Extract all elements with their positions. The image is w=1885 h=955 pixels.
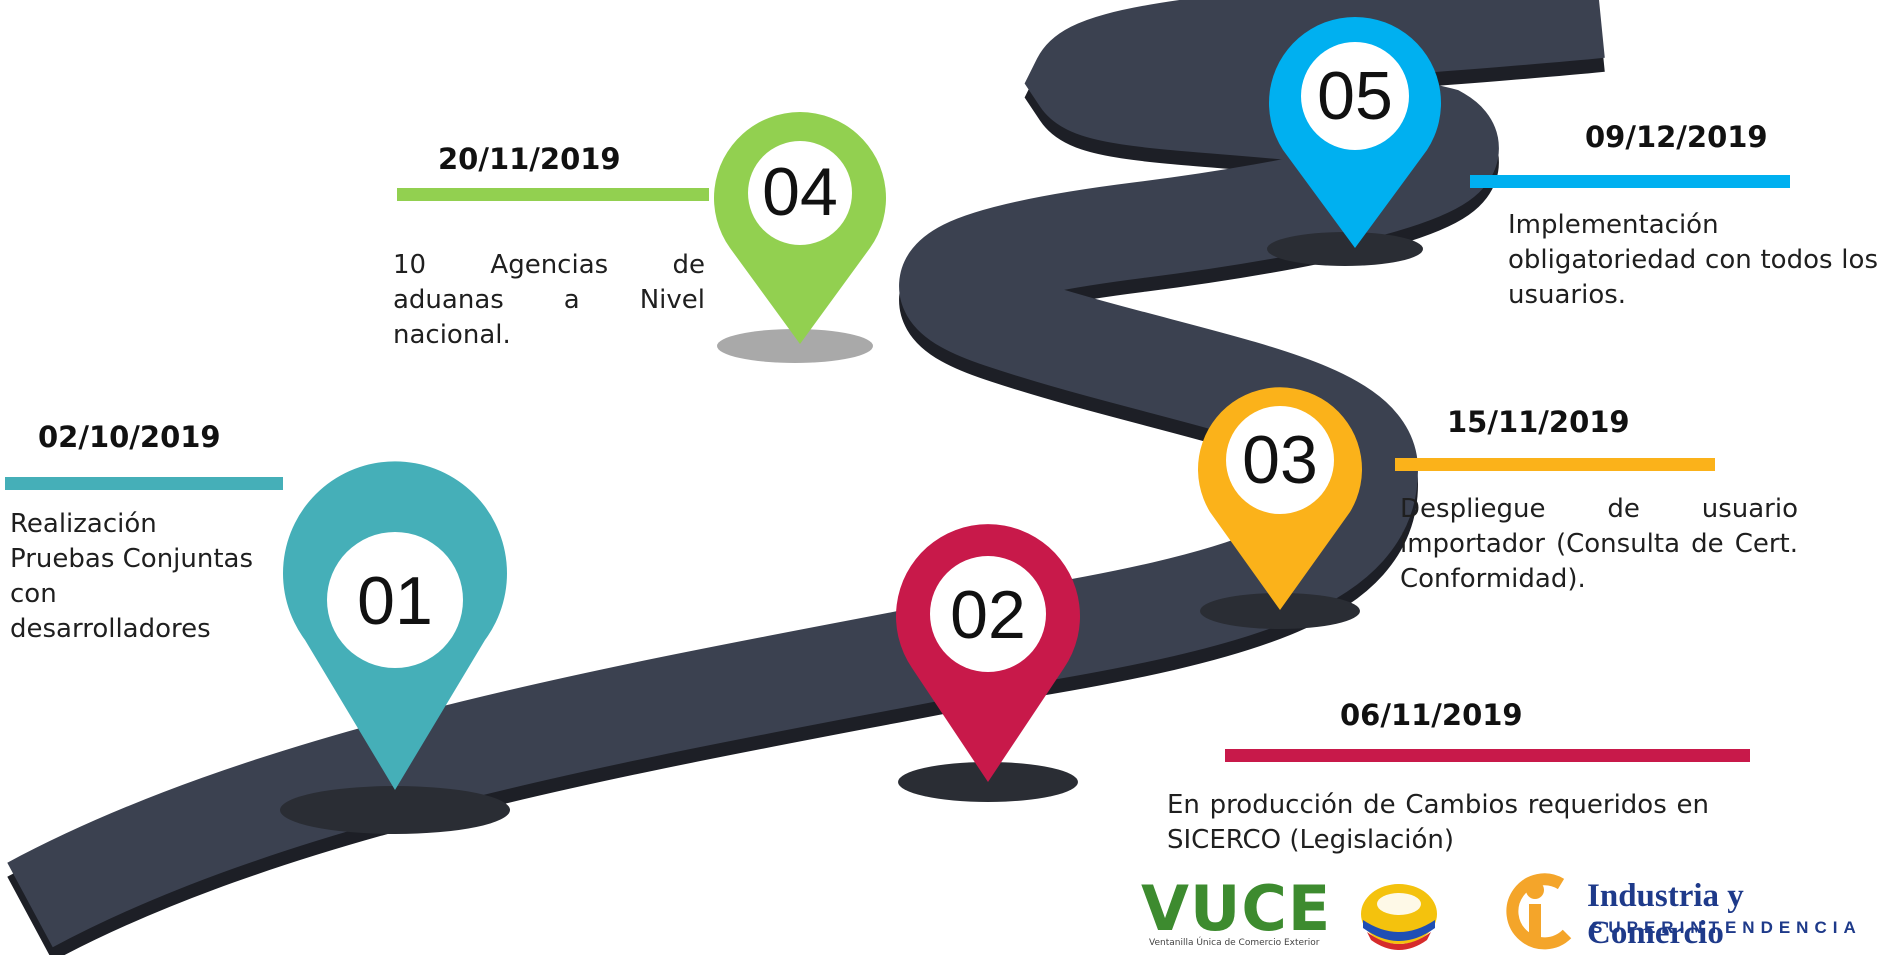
- pin-03-badge: [1226, 406, 1334, 514]
- footer-logos: VUCE Ventanilla Única de Comercio Exteri…: [1135, 868, 1875, 955]
- pin-05-number: 05: [1317, 58, 1393, 134]
- milestone-02-bar: [1225, 749, 1750, 762]
- milestone-05-text: Implementación obligatoriedad con todos …: [1508, 210, 1878, 310]
- milestone-01-text: Realización Pruebas Conjuntas con desarr…: [10, 509, 254, 644]
- milestone-01-bar: [5, 477, 283, 490]
- pin-04: 04: [714, 112, 886, 344]
- milestone-05-date: 09/12/2019: [1585, 120, 1768, 154]
- vuce-logo: VUCE Ventanilla Única de Comercio Exteri…: [1135, 868, 1455, 955]
- pin-shadow-05: [1267, 232, 1423, 266]
- milestone-03-text: Despliegue de usuario importador (Consul…: [1400, 494, 1798, 594]
- pin-02-number: 02: [950, 577, 1026, 653]
- pin-04-number: 04: [762, 154, 838, 230]
- milestone-03-date: 15/11/2019: [1447, 405, 1630, 439]
- pin-01-badge: [327, 532, 463, 668]
- milestone-03-bar: [1395, 458, 1715, 471]
- pin-05-badge: [1301, 42, 1409, 150]
- road: [7, 0, 1605, 948]
- pin-02-badge: [930, 556, 1046, 672]
- vuce-logo-subtitle: Ventanilla Única de Comercio Exterior: [1149, 938, 1320, 948]
- pin-01: 01: [283, 461, 507, 790]
- sic-logo: Industria y Comercio SUPERINTENDENCIA: [1505, 868, 1875, 955]
- pin-05: 05: [1268, 16, 1441, 249]
- vuce-emblem-icon: [1361, 884, 1437, 950]
- vuce-logo-word: VUCE: [1141, 872, 1332, 945]
- milestone-04-text: 10 Agencias de aduanas a Nivel nacional.: [393, 250, 705, 350]
- sic-logo-subtitle: SUPERINTENDENCIA: [1591, 918, 1862, 937]
- pin-03: 03: [1197, 387, 1362, 610]
- milestone-04-bar: [397, 188, 709, 201]
- milestone-04-date: 20/11/2019: [438, 142, 621, 176]
- pin-03-number: 03: [1242, 422, 1318, 498]
- milestone-02-text: En producción de Cambios requeridos en S…: [1167, 790, 1709, 855]
- milestone-05-bar: [1470, 175, 1790, 188]
- pin-02: 02: [896, 524, 1080, 782]
- milestone-02-date: 06/11/2019: [1340, 698, 1523, 732]
- sic-logo-name: Industria y Comercio: [1587, 878, 1744, 951]
- pin-01-number: 01: [357, 563, 433, 639]
- pin-shadow-03: [1200, 593, 1360, 629]
- pin-04-badge: [748, 141, 852, 245]
- sic-emblem-icon: [1506, 873, 1572, 950]
- pin-shadow-04: [717, 329, 873, 363]
- pin-shadow-01: [280, 786, 510, 834]
- milestone-01-date: 02/10/2019: [38, 420, 221, 454]
